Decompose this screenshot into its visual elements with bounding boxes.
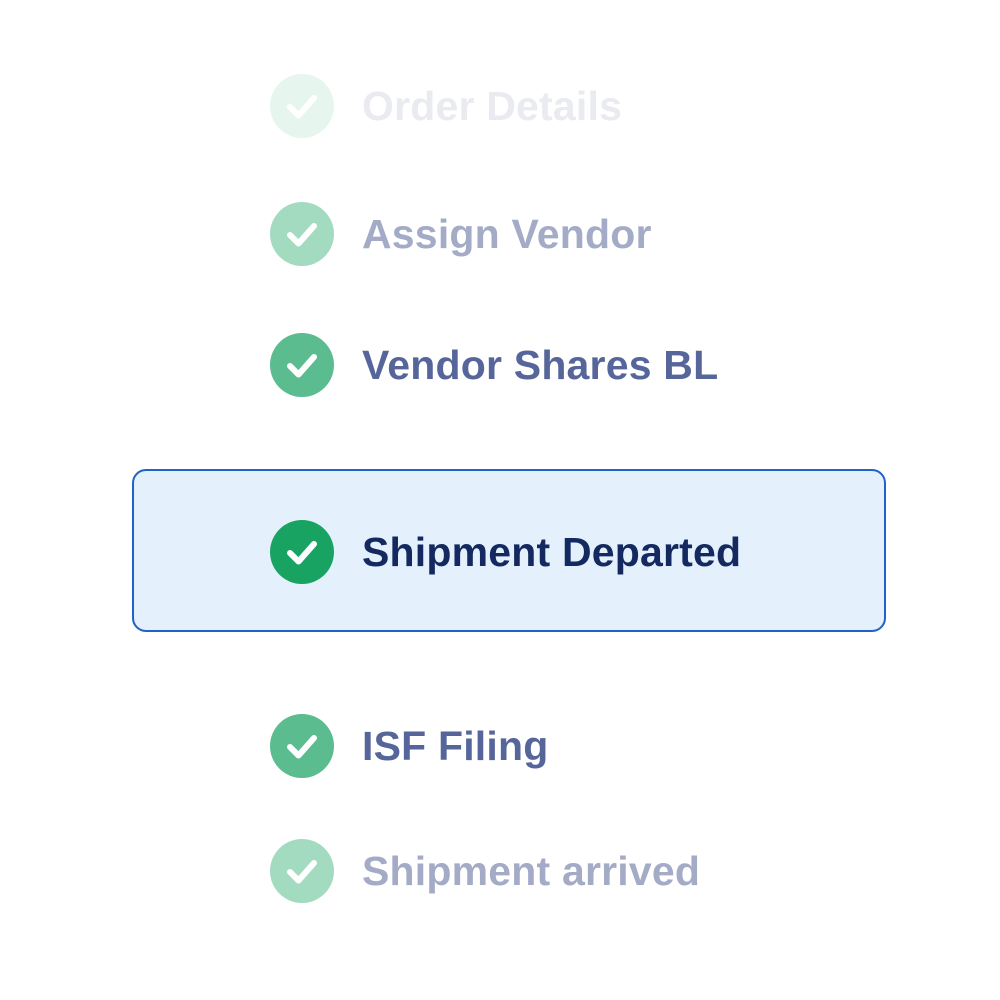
check-icon [270,714,334,778]
check-icon [270,520,334,584]
step-label: Vendor Shares BL [362,342,719,388]
step-order-details: Order Details [0,74,1000,138]
check-icon [270,333,334,397]
step-shipment-departed[interactable]: Shipment Departed [0,520,1000,584]
check-icon [270,74,334,138]
check-icon [270,202,334,266]
check-icon [270,839,334,903]
step-label: Shipment Departed [362,529,742,575]
step-label: Assign Vendor [362,211,652,257]
step-assign-vendor: Assign Vendor [0,202,1000,266]
step-isf-filing: ISF Filing [0,714,1000,778]
step-label: ISF Filing [362,723,549,769]
step-label: Shipment arrived [362,848,701,894]
step-vendor-shares-bl: Vendor Shares BL [0,333,1000,397]
step-label: Order Details [362,83,623,129]
current-step-card[interactable] [132,469,886,632]
step-shipment-arrived: Shipment arrived [0,839,1000,903]
